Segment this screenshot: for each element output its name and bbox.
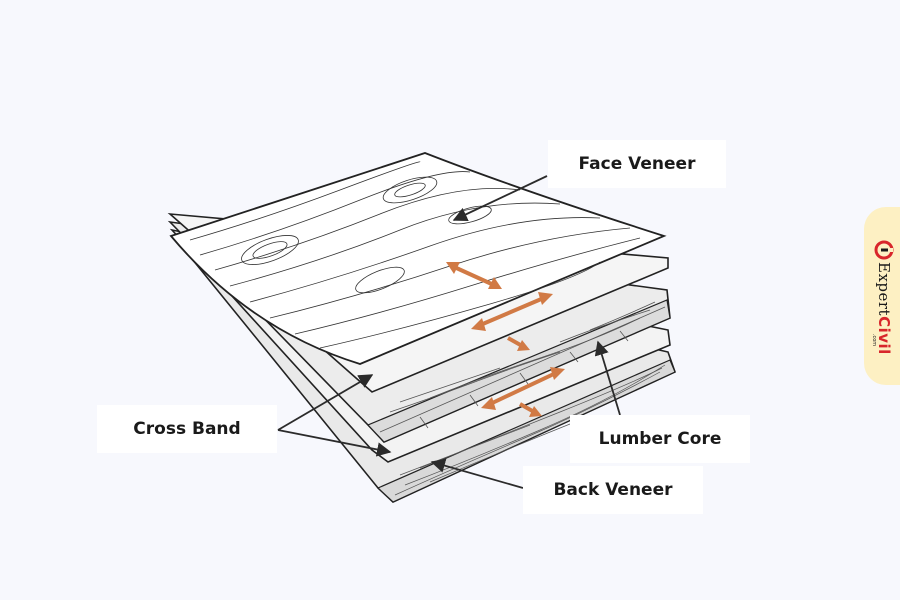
face-veneer-layer [169, 152, 667, 365]
back-veneer-label: Back Veneer [523, 466, 703, 514]
logo-tab[interactable] [864, 207, 900, 385]
face-veneer-label: Face Veneer [548, 140, 726, 188]
leader-lines [277, 175, 621, 489]
cross-band-label: Cross Band [97, 405, 277, 453]
logo-name-part1: Expert [875, 262, 893, 317]
logo-name-part2: Civil [875, 316, 893, 355]
logo-wordmark: ExpertCivil [875, 262, 893, 355]
logo-suffix: .com [871, 333, 878, 347]
grain-direction-arrows [446, 262, 565, 417]
lumber-core-label: Lumber Core [570, 415, 750, 463]
expertcivil-logo-icon [874, 240, 894, 260]
